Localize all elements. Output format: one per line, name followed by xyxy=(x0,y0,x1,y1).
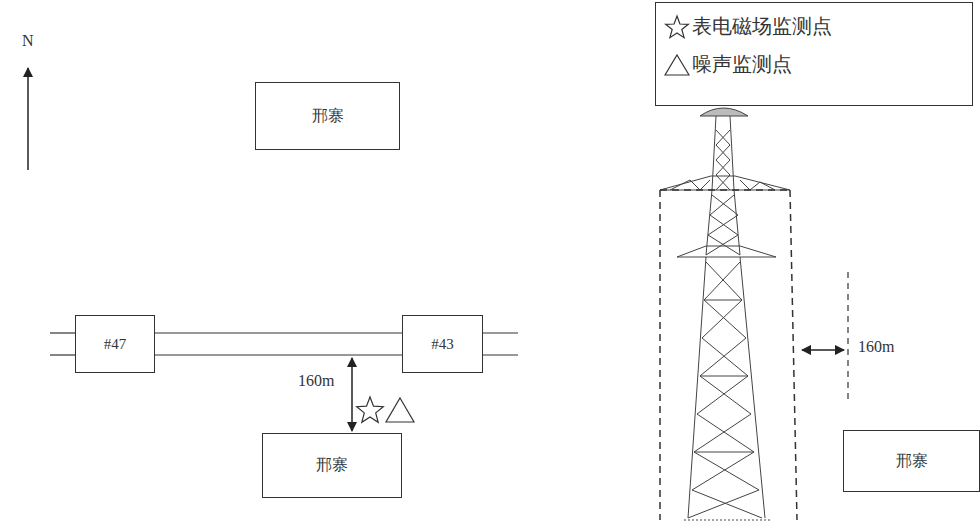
noise-monitor-triangle xyxy=(386,398,414,422)
legend-text: 噪声监测点 xyxy=(692,51,792,78)
legend-symbol xyxy=(664,52,690,78)
dimension-label: 160m xyxy=(856,338,896,356)
legend-box: 表电磁场监测点噪声监测点 xyxy=(655,2,973,106)
node-text: 邢寨 xyxy=(312,106,344,127)
corridor-outline xyxy=(660,190,797,520)
distance-arrow xyxy=(802,349,844,351)
north-arrow xyxy=(27,68,29,170)
node-text: 邢寨 xyxy=(896,451,928,472)
dimension-label: 160m xyxy=(296,372,336,390)
tower-box: #43 xyxy=(402,315,483,373)
legend-row: 表电磁场监测点 xyxy=(664,13,832,40)
boundary-line xyxy=(847,272,848,402)
node-text: #43 xyxy=(431,336,454,353)
transmission-tower xyxy=(660,108,790,520)
village-box: 邢寨 xyxy=(255,82,400,150)
em-monitor-star xyxy=(357,397,384,422)
legend-row: 噪声监测点 xyxy=(664,51,792,78)
legend-text: 表电磁场监测点 xyxy=(692,13,832,40)
village-box: 邢寨 xyxy=(843,430,980,492)
node-text: #47 xyxy=(104,336,127,353)
legend-symbol xyxy=(664,14,690,40)
village-box: 邢寨 xyxy=(262,433,402,498)
north-label: N xyxy=(20,32,36,50)
power-line xyxy=(155,333,402,355)
distance-arrow xyxy=(351,358,353,431)
tower-box: #47 xyxy=(75,315,155,373)
node-text: 邢寨 xyxy=(316,455,348,476)
